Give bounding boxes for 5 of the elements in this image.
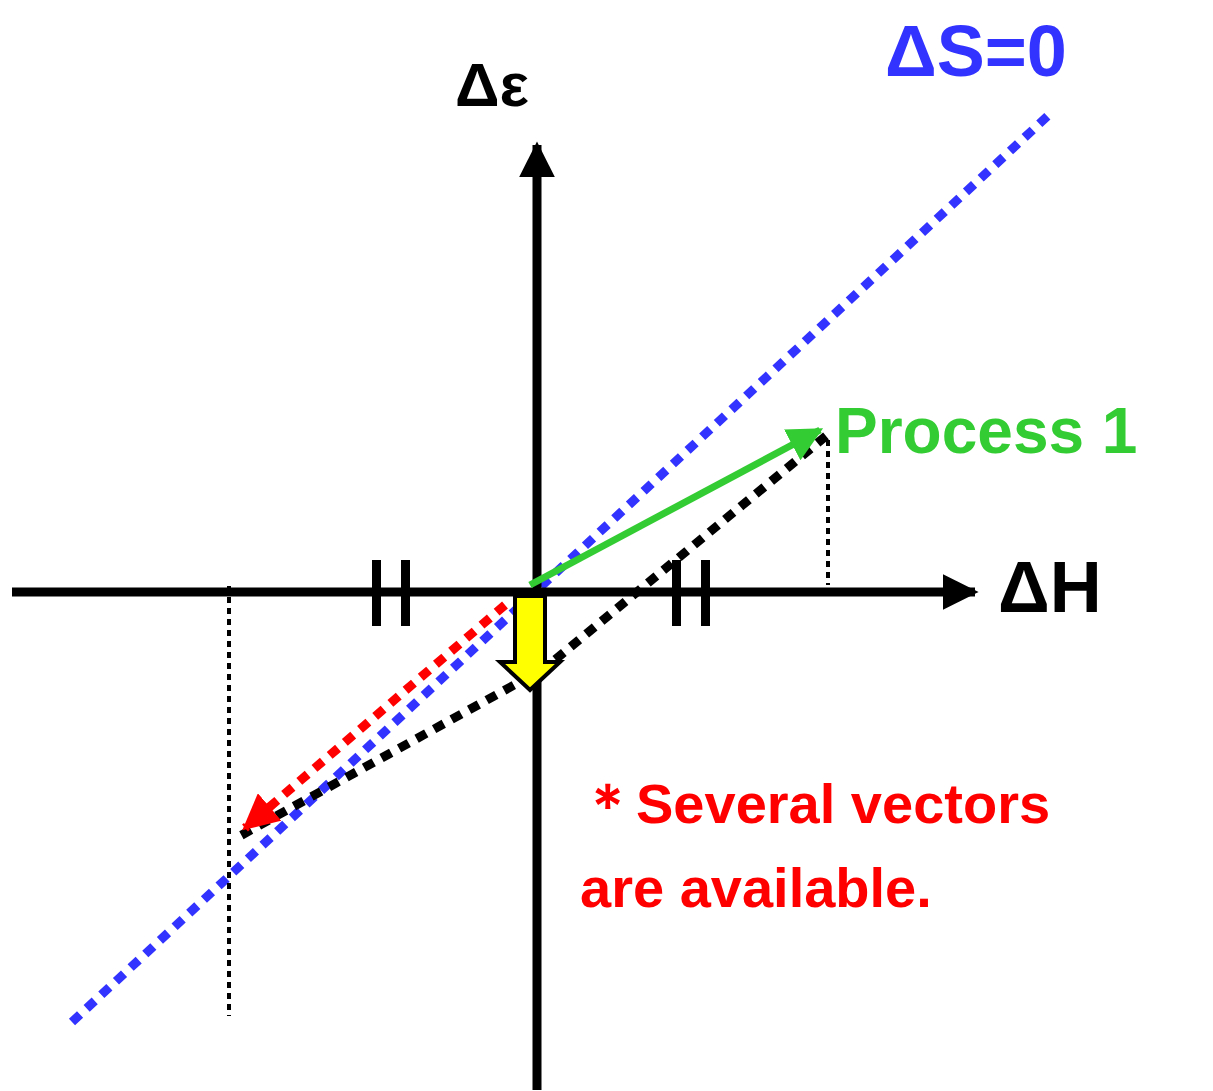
axis-label: Δε [455, 52, 529, 118]
vector-label: Process 1 [835, 398, 1138, 466]
line-label: ΔS=0 [885, 14, 1067, 90]
note: ＊Several vectors are available. [580, 771, 1052, 921]
axis-label: ΔH [998, 550, 1102, 626]
